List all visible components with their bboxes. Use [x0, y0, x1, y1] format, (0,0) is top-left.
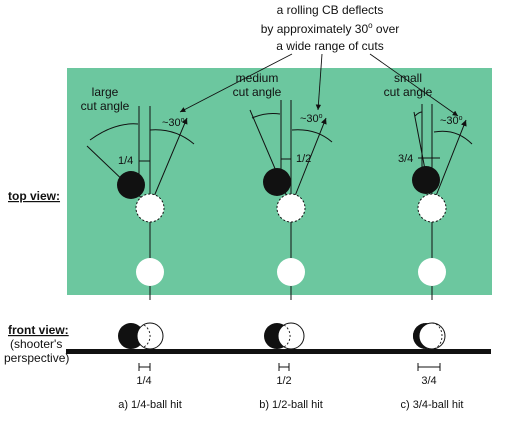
panel-c-front-dark-crescent: [413, 323, 426, 349]
panel-b-cue-ball: [277, 258, 305, 286]
panel-c-top: small cut angle ~30o 3/4: [384, 71, 473, 300]
top-view-label: top view:: [8, 189, 60, 203]
panel-b-fraction: 1/2: [296, 153, 311, 165]
panel-c-cut-label-1: small: [394, 71, 422, 85]
panel-a-deflection-label: ~30o: [162, 117, 185, 129]
panel-b-deflection-arc: [291, 129, 333, 143]
panel-a-front-fraction: 1/4: [136, 375, 151, 387]
panel-c-object-ball: [412, 166, 440, 194]
panel-c-deflection-arc: [433, 130, 473, 145]
panel-a-deflection-line: [149, 117, 188, 207]
panel-c-cue-ball-contact: [417, 193, 447, 223]
panel-a-top: large cut angle ~30o 1/4: [81, 85, 195, 300]
panel-c-cut-label-2: cut angle: [384, 85, 433, 99]
annotation-line2: by approximately 30o over: [261, 21, 400, 36]
panel-a-cut-arc: [89, 123, 139, 141]
panel-c-fraction: 3/4: [398, 153, 413, 165]
panel-a-cut-label-1: large: [92, 85, 119, 99]
panel-b-front-fraction: 1/2: [276, 375, 291, 387]
panel-a-cue-ball: [136, 258, 164, 286]
panel-b-deflection-label: ~30o: [300, 113, 323, 125]
panel-b-cut-label-1: medium: [236, 71, 279, 85]
panel-b-cut-arc: [251, 113, 281, 119]
panel-c-front: 3/4 c) 3/4-ball hit: [401, 322, 464, 411]
panel-c-deflection-label: ~30o: [440, 115, 463, 127]
panel-c-front-cue-ball: [418, 322, 446, 350]
annotation-line1: a rolling CB deflects: [277, 3, 384, 17]
panel-a-fraction: 1/4: [118, 155, 133, 167]
front-view-sub1: (shooter's: [10, 337, 62, 351]
panel-a-cut-label-2: cut angle: [81, 99, 130, 113]
panel-b-front: 1/2 b) 1/2-ball hit: [259, 322, 323, 411]
front-view-sub2: perspective): [4, 351, 69, 365]
front-view-label: front view:: [8, 323, 69, 337]
annotation-line3: a wide range of cuts: [276, 39, 383, 53]
panel-c-cut-arc: [414, 111, 423, 117]
pointer-line-c: [369, 53, 459, 117]
pointer-line-b: [315, 53, 323, 111]
panel-b-front-cue-ball: [277, 322, 305, 350]
panel-c-front-fraction: 3/4: [421, 375, 436, 387]
panel-b-deflection-line: [290, 117, 327, 207]
panel-a-deflection-arc: [149, 129, 195, 145]
front-view-rail: [66, 349, 491, 354]
panel-a-front-object-ball: [118, 323, 144, 349]
panel-b-caption: b) 1/2-ball hit: [259, 399, 323, 411]
panel-c-cue-ball: [418, 258, 446, 286]
panel-a-cue-ball-contact: [135, 193, 165, 223]
panel-a-object-ball: [117, 171, 145, 199]
panel-a-front-overlap: [143, 324, 151, 348]
panel-a-front: 1/4 a) 1/4-ball hit: [118, 322, 182, 411]
panel-a-caption: a) 1/4-ball hit: [118, 399, 182, 411]
panel-b-object-ball: [263, 168, 291, 196]
panel-b-cut-label-2: cut angle: [233, 85, 282, 99]
panel-c-front-overlap: [431, 322, 443, 350]
panel-b-cue-ball-contact: [276, 193, 306, 223]
panel-c-caption: c) 3/4-ball hit: [401, 399, 464, 411]
panel-b-front-overlap: [283, 324, 291, 348]
panel-b-top: medium cut angle ~30o 1/2: [233, 71, 333, 300]
pointer-line-a: [179, 53, 293, 113]
panel-c-deflection-line: [431, 119, 467, 207]
